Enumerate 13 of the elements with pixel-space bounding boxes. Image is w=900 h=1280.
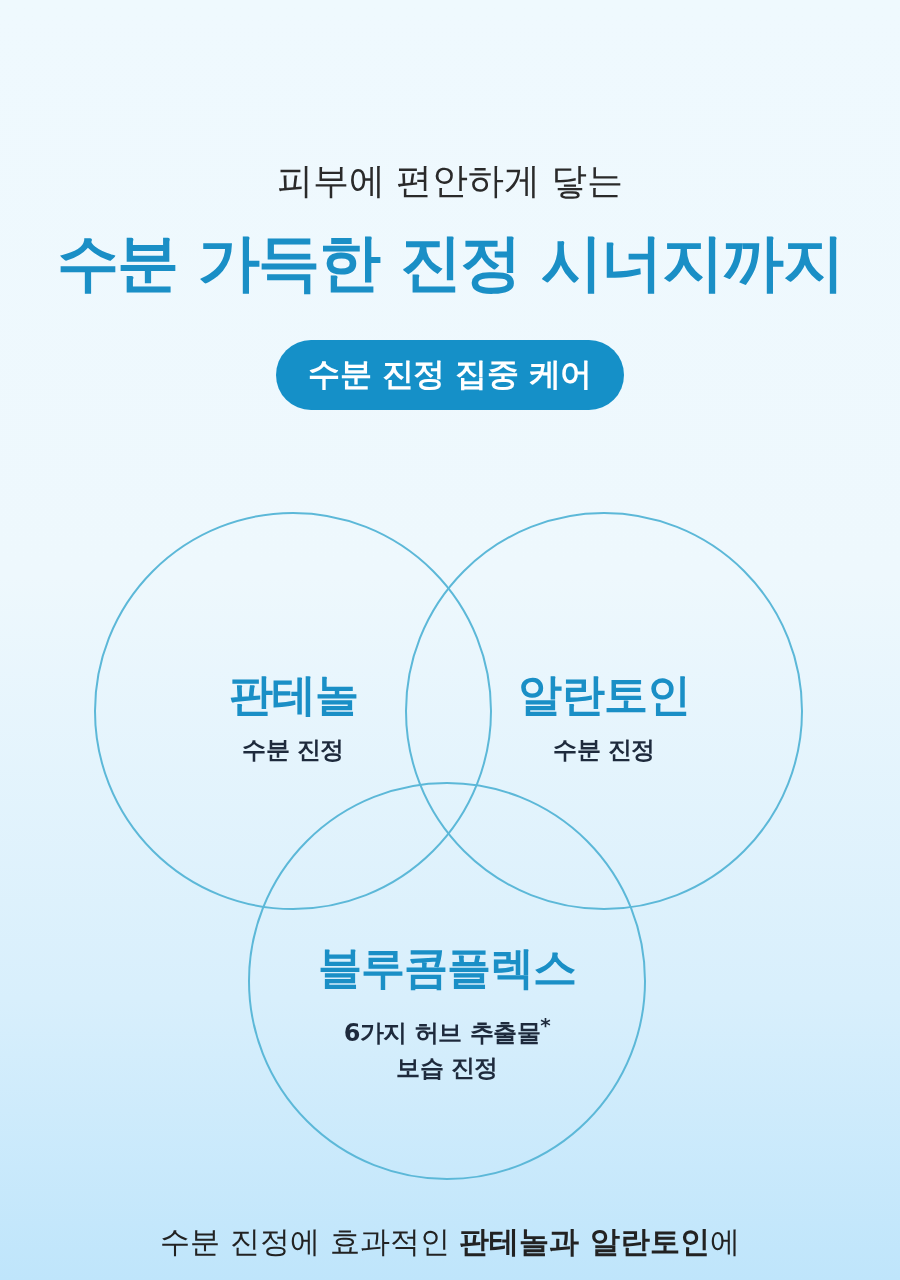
ingredient-benefit: 6가지 허브 추출물$^{*}$ 보습 진정 <box>342 1012 552 1084</box>
subheading: 피부에 편안하게 닿는 <box>275 159 625 203</box>
description-text: 수분 진정에 효과적인 판테놀과 알란토인에 <box>159 1223 741 1261</box>
headline: 수분 가득한 진정 시너지까지 <box>55 226 845 301</box>
category-pill: 수분 진정 집중 케어 <box>276 340 624 410</box>
ingredient-name: 판테놀 <box>228 668 358 721</box>
venn-circle <box>405 512 803 910</box>
ingredient-benefit: 수분 진정 <box>242 735 344 766</box>
ingredient-name: 블루콤플렉스 <box>318 941 576 994</box>
ingredient-name: 알란토인 <box>518 668 690 721</box>
venn-circle <box>248 782 646 1180</box>
ingredient-benefit: 수분 진정 <box>553 735 655 766</box>
venn-circle <box>94 512 492 910</box>
